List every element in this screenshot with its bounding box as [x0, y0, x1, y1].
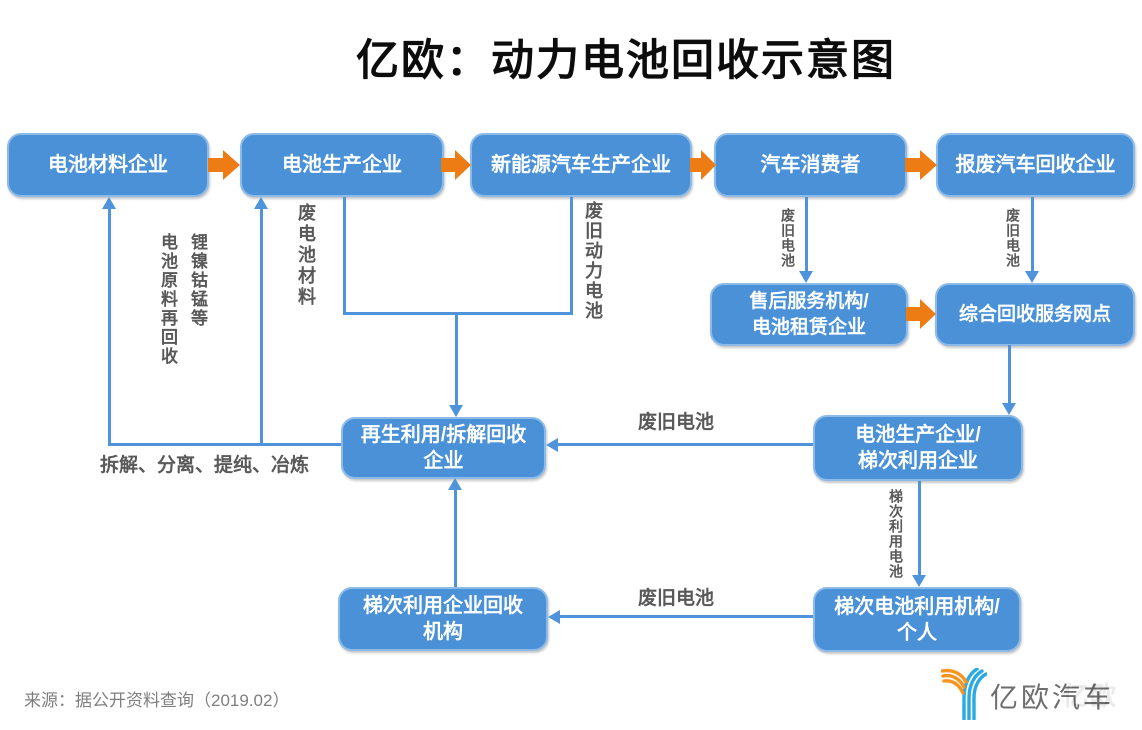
- eo-logo-icon: [940, 667, 988, 725]
- connector-arrowhead-icon: [546, 438, 558, 452]
- label-echelon-battery: 梯次利用电池: [888, 489, 904, 579]
- flow-arrow-icon: [208, 147, 240, 188]
- node-recycle-network: 综合回收服务网点: [935, 283, 1135, 346]
- node-battery-producer: 电池生产企业: [240, 133, 444, 197]
- node-battery-material: 电池材料企业: [7, 133, 209, 197]
- diagram-title: 亿欧：动力电池回收示意图: [356, 37, 896, 85]
- label-waste-power-battery: 废旧动力电池: [583, 201, 603, 321]
- node-regeneration: 再生利用/拆解回收 企业: [341, 417, 546, 479]
- flow-arrow-icon: [905, 147, 937, 188]
- connector-join: [343, 312, 573, 315]
- label-waste-battery-scrap: 废旧电池: [1005, 208, 1021, 268]
- connector-arrowhead-icon: [102, 197, 116, 209]
- connector-arrowhead-icon: [1025, 271, 1039, 283]
- connector-regen-left-branch: [108, 443, 341, 446]
- label-raw-material-recycle: 锂镍钴锰等 电池原料再回收: [158, 233, 207, 366]
- connector-join-to-regen: [455, 312, 458, 406]
- connector-echelon-to-regen: [557, 443, 813, 446]
- flow-arrow-icon: [441, 147, 471, 188]
- connector-arrowhead-icon: [449, 405, 463, 417]
- node-after-sales: 售后服务机构/ 电池租赁企业: [710, 283, 908, 346]
- eo-logo-text: 亿欧汽车: [990, 682, 1115, 713]
- label-waste-battery-mid: 废旧电池: [638, 412, 715, 433]
- flow-arrow-icon: [906, 296, 936, 337]
- node-nev-producer: 新能源汽车生产企业: [470, 133, 692, 197]
- label-waste-battery-material: 废电池材料: [296, 203, 316, 308]
- connector-nev-down: [570, 197, 573, 315]
- connector-arrowhead-icon: [912, 575, 926, 587]
- connector-consumer-down: [805, 197, 808, 272]
- node-producer-echelon: 电池生产企业/ 梯次利用企业: [813, 415, 1023, 481]
- node-car-consumer: 汽车消费者: [714, 133, 907, 197]
- connector-regen-to-material: [108, 208, 111, 446]
- connector-arrowhead-icon: [548, 610, 560, 624]
- flow-arrow-icon: [690, 147, 716, 188]
- label-waste-battery-bottom: 废旧电池: [638, 588, 715, 609]
- connector-arrowhead-icon: [448, 478, 462, 490]
- connector-regen-to-producer: [260, 208, 263, 446]
- watermark: 亿欧: [1062, 681, 1119, 711]
- connector-user-to-recycler: [559, 615, 813, 618]
- connector-scrap-down: [1031, 197, 1034, 272]
- connector-recycler-to-regen: [454, 489, 457, 587]
- source-text: 来源：据公开资料查询（2019.02）: [24, 691, 290, 710]
- node-scrap-car-recycler: 报废汽车回收企业: [936, 133, 1135, 197]
- node-echelon-user: 梯次电池利用机构/ 个人: [813, 587, 1021, 652]
- node-echelon-recycler: 梯次利用企业回收 机构: [338, 587, 548, 651]
- eo-auto-logo: 亿欧汽车: [940, 664, 1141, 725]
- connector-producer-down: [343, 197, 346, 315]
- connector-arrowhead-icon: [254, 197, 268, 209]
- connector-arrowhead-icon: [1002, 403, 1016, 415]
- label-dismantle-process: 拆解、分离、提纯、冶炼: [100, 455, 310, 476]
- label-waste-battery-consumer: 废旧电池: [780, 208, 796, 268]
- connector-echelon-down: [918, 481, 921, 576]
- connector-network-down: [1008, 345, 1011, 404]
- connector-arrowhead-icon: [799, 271, 813, 283]
